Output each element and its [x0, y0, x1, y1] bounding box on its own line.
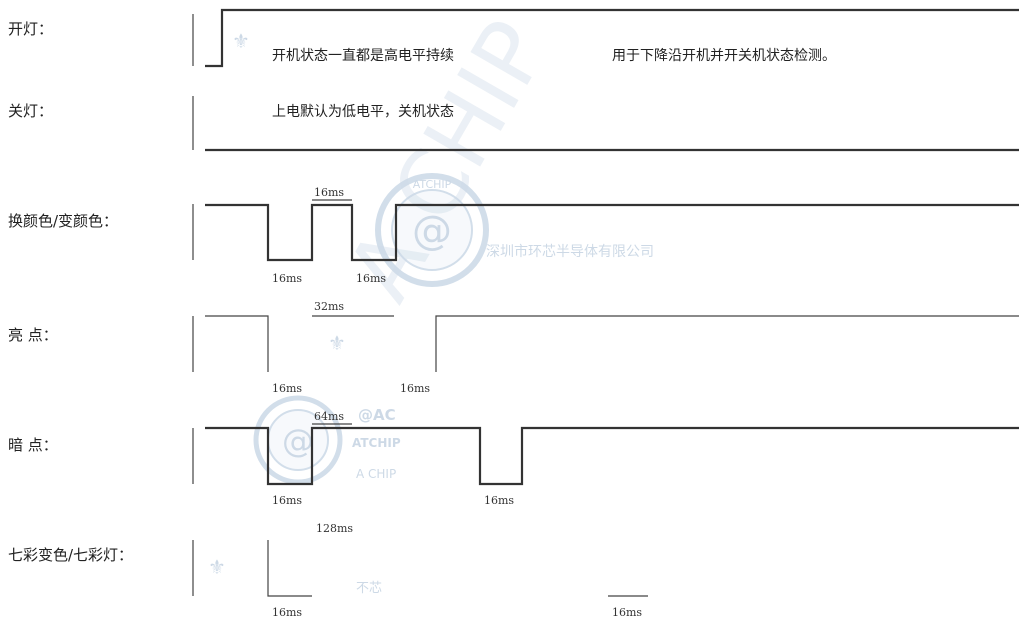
row-label-color-change: 换颜色/变颜色： [8, 212, 118, 230]
row-label-seven-color: 七彩变色/七彩灯： [8, 546, 133, 564]
waveform-color-change [205, 203, 1019, 262]
timing-cc-low1: 16ms [272, 272, 302, 285]
row-label-off: 关灯： [8, 102, 53, 120]
waveform-brighten [205, 315, 269, 372]
watermark-seal: @ ATCHIP [375, 173, 489, 287]
timing-dim-span: 64ms [314, 410, 344, 423]
watermark-small: 不芯 [356, 581, 382, 596]
waveform-brighten-return [435, 315, 1019, 372]
timing-cc-low2: 16ms [356, 272, 386, 285]
row-label-brighten: 亮 点： [8, 326, 58, 344]
waveform-on [205, 8, 1019, 68]
timing-dim-low1: 16ms [272, 494, 302, 507]
note-on-note: 用于下降沿开机并开关机状态检测。 [612, 48, 836, 64]
watermark-fleur-3: ⚜ [208, 555, 226, 579]
waveform-seven-color [267, 540, 312, 597]
timing-dim-low2: 16ms [484, 494, 514, 507]
waveform-dim [205, 426, 1019, 486]
timing-sc-low2: 16ms [612, 606, 642, 619]
note-off-desc: 上电默认为低电平，关机状态 [272, 104, 454, 120]
note-on-desc: 开机状态一直都是高电平持续 [272, 47, 454, 64]
watermark-brand-a: @AC [358, 406, 396, 424]
watermark-layer: @ ATCHIP @ 深圳市环芯半导体有限公司 @AC ATCHIP A CHI… [208, 4, 654, 596]
timing-sc-low1: 16ms [272, 606, 302, 619]
watermark-brand-b: ATCHIP [352, 436, 401, 450]
timing-sc-span: 128ms [316, 522, 353, 535]
watermark-seal-text: ATCHIP [413, 178, 452, 191]
watermark-seal-small-mark: @ [282, 422, 314, 460]
watermark-fleur-2: ⚜ [328, 331, 346, 355]
timing-br-low2: 16ms [400, 382, 430, 395]
timing-cc-pulse: 16ms [314, 186, 344, 199]
row-label-dim: 暗 点： [8, 436, 58, 454]
watermark-brand-c: A CHIP [356, 467, 396, 481]
watermark-seal-mark: @ [412, 208, 452, 254]
timing-br-low1: 16ms [272, 382, 302, 395]
watermark-company: 深圳市环芯半导体有限公司 [486, 243, 654, 260]
timing-br-span: 32ms [314, 300, 344, 313]
watermark-fleur-1: ⚜ [232, 29, 250, 53]
row-label-on: 开灯： [8, 20, 53, 38]
